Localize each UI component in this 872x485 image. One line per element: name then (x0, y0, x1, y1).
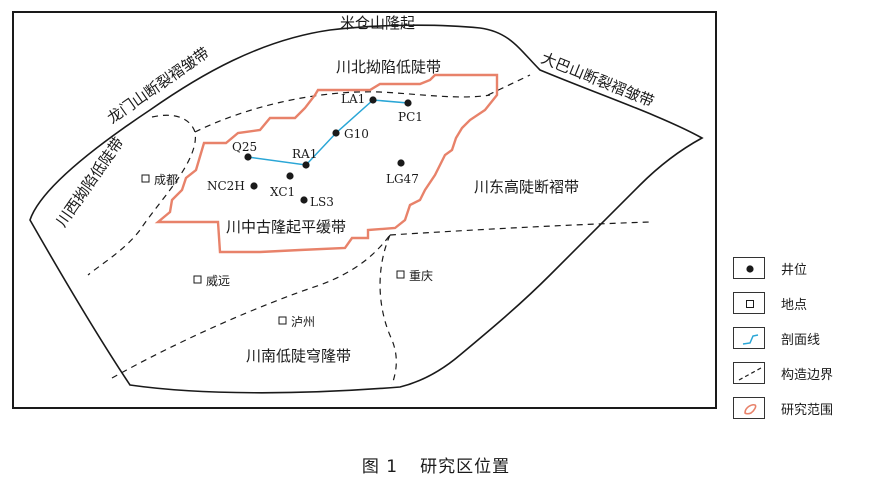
boundary-south-2 (389, 221, 651, 236)
boundary-upper-arc (194, 91, 491, 133)
region-label-chuanzhong: 川中古隆起平缓带 (226, 218, 346, 236)
legend-item-study: 研究范围 (733, 397, 833, 419)
legend-item-section: 剖面线 (733, 327, 820, 349)
well-marker[interactable] (300, 196, 308, 204)
well-label-lg47: LG47 (386, 172, 419, 186)
well-marker[interactable] (404, 99, 412, 107)
region-label-micangshan: 米仓山隆起 (340, 14, 415, 32)
wells (244, 96, 412, 204)
place-label-weiyuan: 威远 (206, 274, 230, 288)
legend-item-well: 井位 (733, 257, 807, 279)
region-label-chuanbei: 川北拗陷低陡带 (336, 58, 441, 76)
figure-caption: 图 1 研究区位置 (0, 452, 872, 477)
well-marker[interactable] (244, 153, 252, 161)
well-label-g10: G10 (344, 127, 369, 141)
place-label-luzhou: 泸州 (291, 315, 315, 329)
region-label-chuanxi: 川西拗陷低陡带 (53, 134, 128, 230)
boundary-south-3 (379, 234, 397, 386)
boundary-dabashan (487, 74, 531, 96)
well-marker[interactable] (332, 129, 340, 137)
legend-item-place: 地点 (733, 292, 807, 314)
place-label-chongqing: 重庆 (409, 269, 433, 283)
section-line-icon (742, 334, 759, 345)
well-label-ls3: LS3 (310, 195, 334, 209)
legend-label: 地点 (781, 297, 808, 313)
well-marker[interactable] (397, 159, 405, 167)
well-marker[interactable] (286, 172, 294, 180)
section-line (247, 99, 409, 166)
well-marker[interactable] (302, 161, 310, 169)
figure-title: 研究区位置 (420, 457, 511, 477)
well-marker[interactable] (369, 96, 377, 104)
region-label-dabashan: 大巴山断裂褶皱带 (539, 49, 657, 111)
legend-item-boundary: 构造边界 (733, 362, 833, 384)
legend-label: 研究范围 (781, 402, 834, 418)
region-label-chuandong: 川东高陡断褶带 (474, 178, 579, 196)
study-area (154, 73, 499, 254)
well-label-la1: LA1 (341, 92, 365, 106)
place-square-icon (746, 300, 754, 308)
boundary-longmen (87, 114, 196, 276)
place-label-chengdu: 成都 (154, 173, 178, 187)
well-label-pc1: PC1 (398, 110, 423, 124)
region-label-longmenshan: 龙门山断裂褶皱带 (104, 44, 213, 128)
places (141, 174, 405, 325)
legend-label: 剖面线 (781, 332, 821, 348)
place-marker-luzhou[interactable] (278, 316, 287, 325)
dashed-boundary-icon (738, 367, 762, 381)
place-marker-chongqing[interactable] (396, 270, 405, 279)
boundary-south-1 (111, 234, 391, 379)
well-label-xc1: XC1 (270, 185, 295, 199)
well-label-nc2h: NC2H (207, 179, 245, 193)
region-label-chuannan: 川南低陡穹隆带 (246, 347, 351, 365)
place-marker-chengdu[interactable] (141, 174, 150, 183)
map-frame (12, 11, 717, 409)
study-area-icon (744, 404, 757, 415)
place-marker-weiyuan[interactable] (193, 275, 202, 284)
well-dot-icon (746, 265, 754, 273)
well-label-q25: Q25 (232, 140, 257, 154)
well-marker[interactable] (250, 182, 258, 190)
legend-label: 构造边界 (781, 367, 834, 383)
well-label-ra1: RA1 (292, 147, 317, 161)
figure-number: 图 1 (361, 457, 399, 477)
legend-label: 井位 (781, 262, 808, 278)
basin-outline (29, 24, 704, 394)
